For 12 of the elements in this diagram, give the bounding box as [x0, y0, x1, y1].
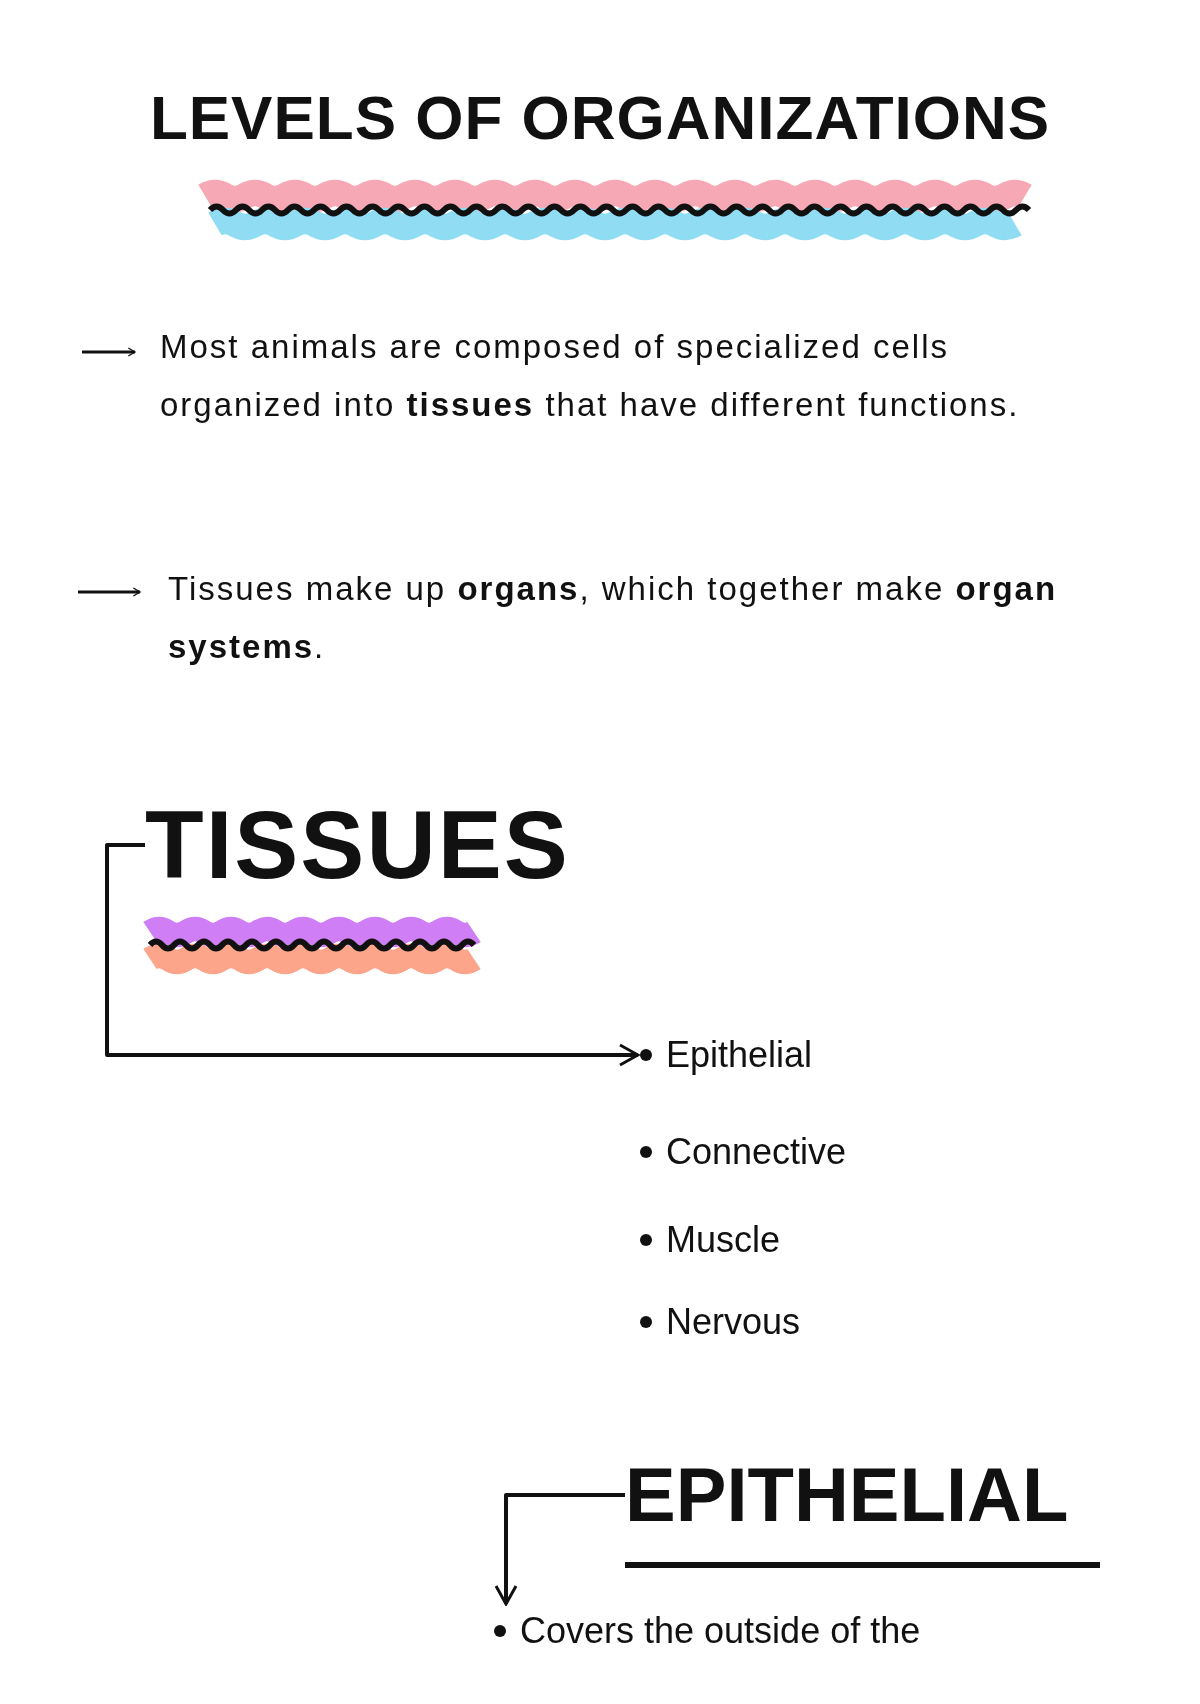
list-item: Covers the outside of the — [520, 1609, 921, 1653]
arrow — [105, 843, 640, 1067]
list-item: Connective — [666, 1130, 847, 1174]
heading-text: EPITHELIAL — [625, 1440, 1069, 1550]
arrow — [494, 1493, 625, 1606]
list-item: Muscle — [666, 1218, 781, 1262]
title-text: LEVELS OF ORGANIZATIONS — [148, 82, 1052, 153]
list-item: Nervous — [666, 1300, 801, 1344]
note-text: Most animals are composed of specialized cells organized into tissues that have different functions. — [160, 327, 1021, 425]
heading-text: TISSUES — [145, 790, 570, 900]
note-text: Tissues make up organs, which together make organ systems. — [168, 569, 1059, 667]
list-item: Epithelial — [666, 1033, 813, 1077]
